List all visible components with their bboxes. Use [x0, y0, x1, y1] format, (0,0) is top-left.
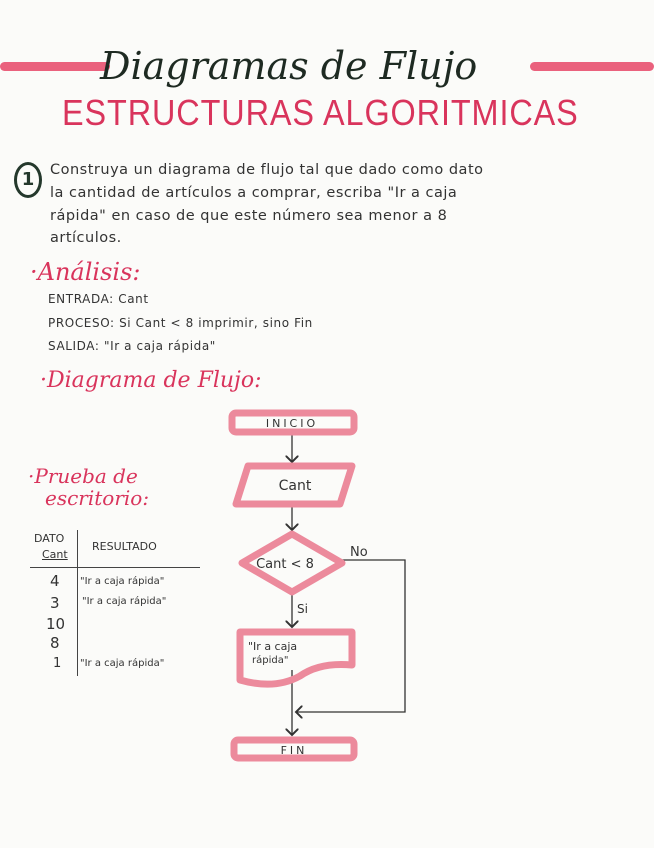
- arrow-no-branch: [296, 559, 406, 712]
- analysis-heading: ·Análisis:: [30, 258, 141, 286]
- col-dato-sub: Cant: [42, 548, 68, 561]
- table-cell-resultado: "Ir a caja rápida": [80, 576, 165, 587]
- decision-label: Cant < 8: [256, 557, 314, 572]
- yes-label: Si: [297, 602, 308, 616]
- decision-diamond: [238, 530, 346, 596]
- table-header-divider: [30, 567, 200, 568]
- col-dato: DATO: [34, 532, 65, 545]
- table-cell-dato: 8: [50, 634, 60, 652]
- col-resultado: RESULTADO: [92, 540, 157, 553]
- output-document: [236, 628, 356, 688]
- title-highlight-right: [530, 62, 654, 71]
- start-label: INICIO: [266, 417, 318, 430]
- analysis-salida: SALIDA: "Ir a caja rápida": [48, 339, 216, 353]
- diagram-heading: ·Diagrama de Flujo:: [40, 368, 262, 393]
- problem-number: 1: [14, 162, 42, 198]
- analysis-entrada: ENTRADA: Cant: [48, 292, 149, 306]
- end-terminal: [230, 736, 358, 762]
- table-cell-dato: 4: [50, 572, 60, 590]
- start-terminal: [228, 409, 358, 436]
- title-highlight-left: [0, 62, 110, 71]
- problem-line: rápida" en caso de que este número sea m…: [50, 208, 448, 224]
- desk-test-heading: ·Prueba de: [28, 464, 138, 488]
- output-label: rápida": [252, 654, 288, 666]
- table-cell-dato: 3: [50, 594, 60, 612]
- table-cell-dato: 1: [53, 656, 62, 671]
- end-label: FIN: [281, 744, 308, 757]
- table-cell-dato: 10: [46, 615, 66, 633]
- input-parallelogram: [232, 462, 356, 508]
- desk-test-heading: escritorio:: [45, 486, 150, 510]
- problem-line: artículos.: [50, 230, 122, 246]
- input-label: Cant: [279, 478, 312, 494]
- problem-line: Construya un diagrama de flujo tal que d…: [50, 162, 484, 178]
- table-cell-resultado: "Ir a caja rápida": [82, 596, 167, 607]
- page-subtitle: ESTRUCTURAS ALGORITMICAS: [62, 92, 579, 133]
- problem-line: la cantidad de artículos a comprar, escr…: [50, 185, 458, 201]
- analysis-proceso: PROCESO: Si Cant < 8 imprimir, sino Fin: [48, 316, 313, 330]
- table-cell-resultado: "Ir a caja rápida": [80, 658, 165, 669]
- output-label: "Ir a caja: [248, 640, 297, 653]
- no-label: No: [350, 545, 368, 560]
- page-title: Diagramas de Flujo: [100, 44, 478, 88]
- table-column-divider: [77, 530, 78, 676]
